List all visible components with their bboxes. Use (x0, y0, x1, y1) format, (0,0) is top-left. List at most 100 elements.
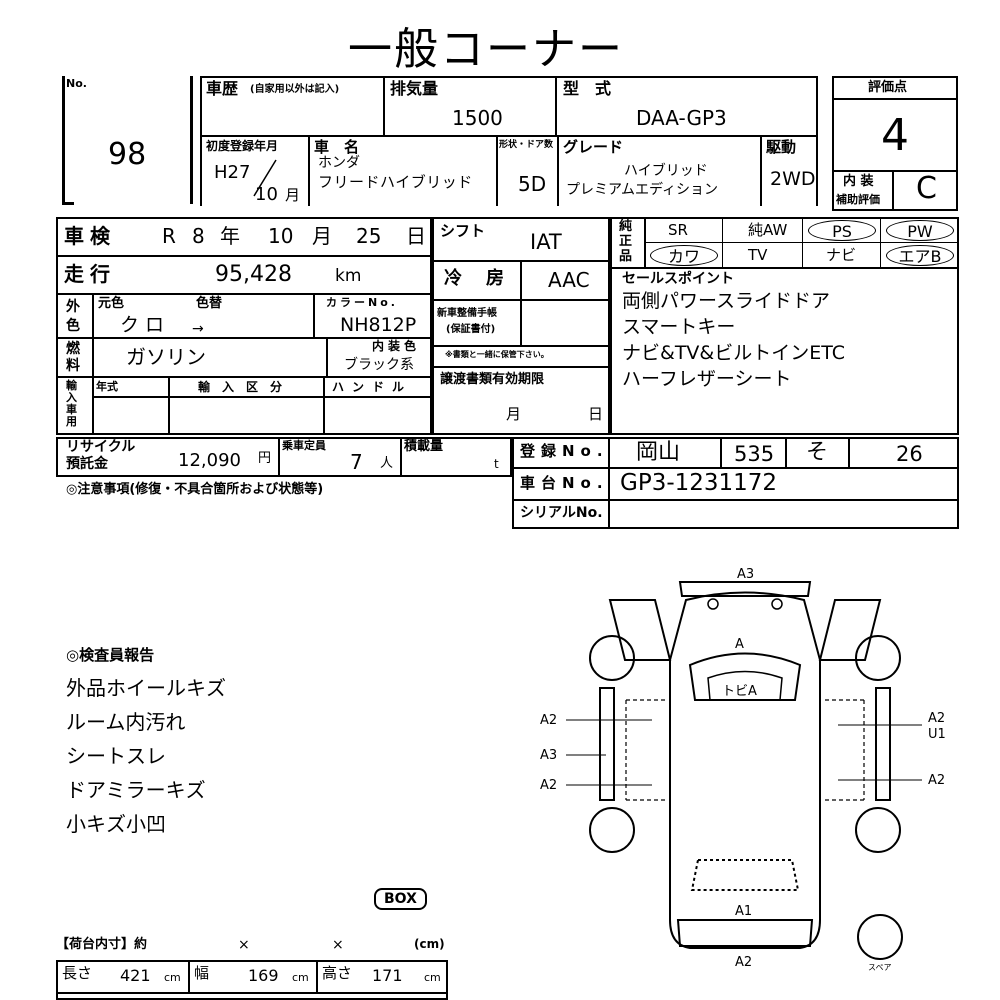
original-color-value: クロ (120, 314, 171, 336)
sales-box (610, 217, 959, 435)
new-car-docs-label-2: (保証書付) (446, 324, 496, 335)
rear-window (690, 859, 800, 891)
cargo-length-label: 長さ (62, 964, 93, 982)
mileage-value: 95,428 (215, 262, 292, 287)
rule (56, 293, 432, 295)
cargo-box (56, 960, 448, 1000)
rating-value: 4 (881, 110, 909, 161)
capacity-value: 7 (350, 450, 363, 474)
capacity-unit: 人 (380, 456, 394, 471)
rule (190, 76, 193, 204)
new-car-docs-note: ※書類と一緒に保管下さい。 (445, 350, 549, 359)
import-label: 輸入車用 (66, 379, 77, 428)
chassis-value: GP3-1231172 (620, 470, 778, 496)
rule (644, 242, 959, 243)
recycle-label-2: 預託金 (66, 456, 108, 472)
inspection-day-unit: 日 (406, 224, 426, 248)
first-reg-month-unit: 月 (285, 186, 301, 204)
inspection-day: 25 (356, 224, 382, 248)
inspection-month: 10 (268, 224, 294, 248)
cargo-x1: × (238, 937, 250, 953)
rule (832, 98, 958, 100)
rule (520, 260, 522, 346)
cargo-width-unit: cm (292, 971, 309, 984)
rule (832, 170, 958, 172)
first-reg-slash (253, 159, 277, 197)
equipment-item: PW (886, 220, 954, 241)
load-label: 積載量 (404, 439, 444, 454)
page-title: 一般コーナー (348, 24, 624, 75)
spare-tire (857, 914, 903, 960)
inspector-item: ドアミラーキズ (66, 778, 206, 802)
wheel-rear-right (855, 807, 901, 853)
rule (313, 293, 315, 337)
mark-spare: スペア (868, 963, 891, 972)
history-label: 車歴 (206, 79, 239, 98)
displacement-value: 1500 (452, 106, 503, 130)
import-type-label: 輸入区分 (198, 380, 295, 394)
registration-label: 登録No. (520, 442, 609, 460)
mileage-label: 走行 (64, 262, 116, 286)
mark-hood: A (735, 637, 744, 652)
rule (555, 76, 557, 136)
cargo-height-label: 高さ (322, 964, 353, 982)
rating-box (832, 76, 958, 211)
cargo-length-unit: cm (164, 971, 181, 984)
interior-color-label: 内装色 (372, 339, 421, 353)
sales-point: スマートキー (622, 316, 736, 338)
displacement-label: 排気量 (390, 79, 439, 98)
sales-point: ハーフレザーシート (622, 368, 792, 390)
interior-rating-value: C (916, 171, 937, 206)
registration-number: 26 (896, 442, 923, 466)
wheel-rear-left (589, 807, 635, 853)
mark-right-rear: A2 (928, 773, 945, 788)
mark-right-front-1: A2 (928, 711, 945, 726)
equipment-item: TV (748, 246, 768, 264)
interior-rating-label-1: 内 装 (843, 174, 874, 189)
rule (432, 345, 610, 347)
shift-box (432, 217, 610, 435)
chassis-label: 車台No. (520, 474, 609, 492)
rule (56, 255, 432, 257)
equipment-item: 純AW (748, 221, 788, 239)
grade-line1: ハイブリッド (624, 163, 708, 179)
wheel-front-left (589, 635, 635, 681)
rule (610, 267, 959, 269)
windshield (688, 652, 802, 701)
car-maker: ホンダ (318, 155, 360, 171)
car-name: フリードハイブリッド (318, 173, 473, 191)
cargo-height-unit: cm (424, 971, 441, 984)
rule (802, 217, 803, 268)
inspector-item: 外品ホイールキズ (66, 676, 226, 700)
rule (326, 337, 328, 376)
shift-label: シフト (440, 222, 486, 240)
interior-color-value: ブラック系 (344, 357, 414, 373)
equipment-item: カワ (650, 245, 718, 266)
rule (880, 217, 881, 268)
car-body (669, 591, 821, 949)
right-side-strip (875, 687, 891, 801)
rule (323, 376, 325, 435)
color-code-value: NH812P (340, 314, 417, 336)
rule (278, 437, 280, 477)
sales-point: ナビ&TV&ビルトインETC (622, 342, 845, 364)
registration-box (512, 437, 959, 529)
car-condition-diagram: A3 A トビA A2 A3 A2 A2 U1 A2 A1 A2 スペア (540, 567, 946, 972)
cargo-label: 【荷台内寸】約 (56, 937, 148, 952)
load-unit: t (494, 457, 499, 471)
drive-label: 駆動 (766, 138, 797, 156)
transfer-month-unit: 月 (506, 405, 522, 423)
wheel-front-right (855, 635, 901, 681)
import-handle-label: ハンドル (332, 380, 413, 394)
main-spec-box (56, 217, 432, 435)
rule (557, 135, 559, 206)
box-label: BOX (374, 888, 427, 910)
outer-color-label: 外色 (66, 299, 80, 334)
rule (200, 135, 818, 137)
mark-front: A3 (737, 567, 754, 582)
rule (785, 437, 787, 469)
rule (168, 376, 170, 435)
car-name-label: 車 名 (314, 138, 360, 156)
aircon-value: AAC (548, 268, 590, 292)
rule (308, 135, 310, 206)
